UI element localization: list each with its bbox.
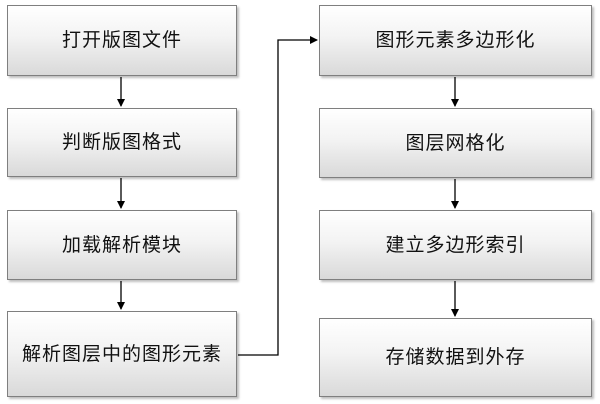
step-label: 解析图层中的图形元素 xyxy=(21,342,222,365)
step-label: 判断版图格式 xyxy=(61,131,182,153)
step-grid-layers: 图层网格化 xyxy=(319,108,592,178)
step-label: 加载解析模块 xyxy=(61,233,182,256)
step-load-parser-module: 加载解析模块 xyxy=(7,210,237,280)
step-label: 建立多边形索引 xyxy=(385,233,526,256)
step-label: 图层网格化 xyxy=(405,131,506,154)
step-label: 打开版图文件 xyxy=(61,29,182,51)
step-polygonize-shapes: 图形元素多边形化 xyxy=(319,5,592,76)
step-label: 存储数据到外存 xyxy=(385,346,526,368)
step-label: 图形元素多边形化 xyxy=(375,29,536,51)
step-parse-layer-shapes: 解析图层中的图形元素 xyxy=(7,311,237,397)
arrow-4-to-5 xyxy=(238,36,318,356)
step-store-data-external: 存储数据到外存 xyxy=(319,318,592,397)
step-detect-layout-format: 判断版图格式 xyxy=(7,108,237,177)
step-build-polygon-index: 建立多边形索引 xyxy=(319,210,592,280)
step-open-layout-file: 打开版图文件 xyxy=(7,5,237,76)
